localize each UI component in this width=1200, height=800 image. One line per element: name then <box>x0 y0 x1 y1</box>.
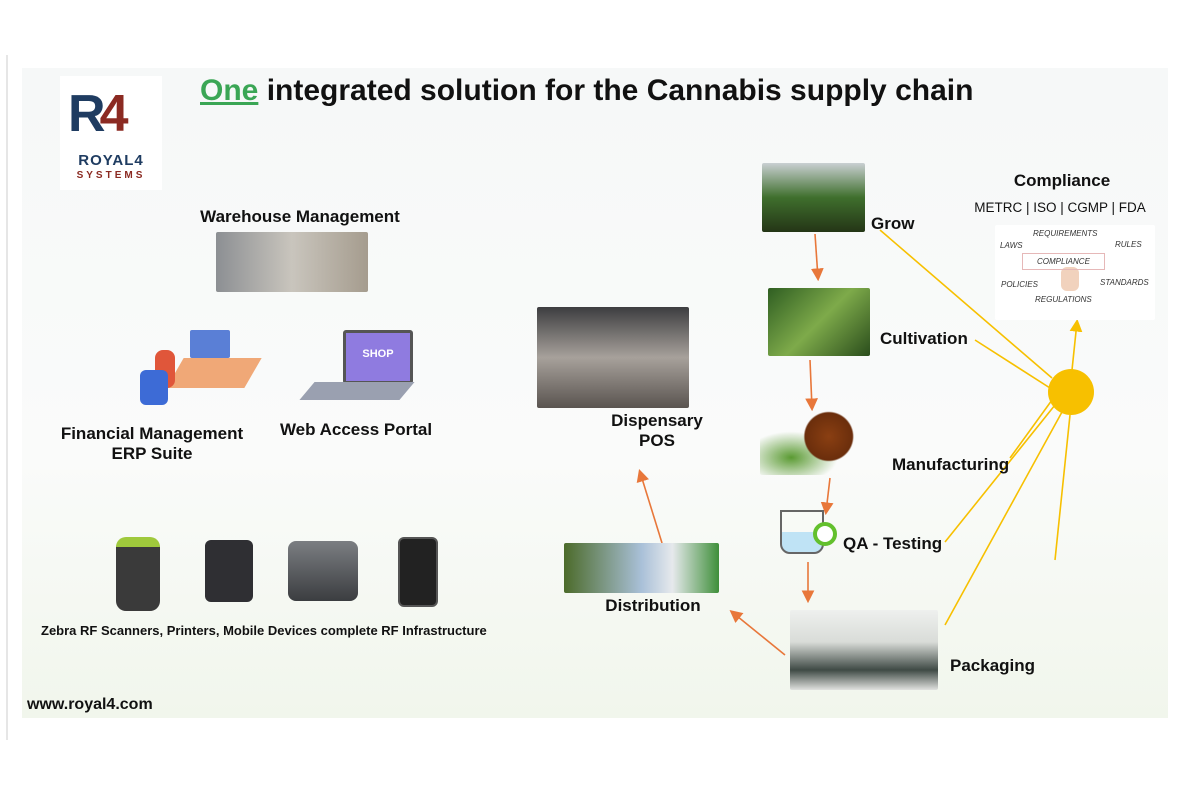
hand-graphic <box>1061 267 1079 291</box>
distribution-image <box>564 543 719 593</box>
web-portal-label: Web Access Portal <box>279 420 433 439</box>
dispensary-label-1: Dispensary <box>611 411 703 430</box>
compliance-word: REGULATIONS <box>1035 295 1092 304</box>
page-title: One integrated solution for the Cannabis… <box>200 74 973 108</box>
compliance-word: REQUIREMENTS <box>1033 229 1098 238</box>
hub-line-packaging <box>944 411 1063 626</box>
hub-line-packaging-2 <box>1054 414 1071 561</box>
arrow-packaging-distribution <box>729 609 786 656</box>
logo-name: ROYAL4 <box>78 152 144 169</box>
packaging-label: Packaging <box>950 656 1036 675</box>
arrow-distribution-dispensary <box>636 468 663 544</box>
hub-line-qa <box>944 404 1056 543</box>
dispensary-label-2: POS <box>639 431 675 450</box>
hub-line-manufacturing <box>1009 399 1053 459</box>
manufacturing-label: Manufacturing <box>892 455 1010 474</box>
compliance-word: POLICIES <box>1001 280 1038 289</box>
compliance-word: COMPLIANCE <box>1022 253 1105 270</box>
qa-testing-image <box>775 500 840 556</box>
title-highlight: One <box>200 74 259 107</box>
logo-mark: R4 <box>68 85 128 143</box>
compliance-hub <box>1048 369 1094 415</box>
rf-scanner-image <box>116 537 160 611</box>
shop-text: SHOP <box>362 348 394 360</box>
compliance-image: REQUIREMENTS LAWS RULES COMPLIANCE POLIC… <box>995 225 1155 320</box>
devices-label: Zebra RF Scanners, Printers, Mobile Devi… <box>41 623 487 638</box>
logo-sub: SYSTEMS <box>76 170 146 181</box>
title-text: integrated solution for the Cannabis sup… <box>258 74 974 107</box>
compliance-word: STANDARDS <box>1100 278 1149 287</box>
cultivation-image <box>768 288 870 356</box>
grow-label: Grow <box>871 214 915 233</box>
financial-label-2: ERP Suite <box>111 444 193 463</box>
warehouse-image <box>216 232 368 292</box>
hub-line-compliance <box>1069 318 1083 371</box>
distribution-label: Distribution <box>605 596 701 615</box>
hub-line-grow <box>879 229 1053 379</box>
website-link[interactable]: www.royal4.com <box>27 696 153 713</box>
mobile-device-image <box>398 537 438 607</box>
qa-testing-label: QA - Testing <box>843 534 943 553</box>
financial-label-1: Financial Management <box>60 424 244 443</box>
compliance-title: Compliance <box>1013 171 1111 190</box>
printer-image <box>288 541 358 601</box>
royal4-logo: R4 ROYAL4 SYSTEMS <box>60 76 162 190</box>
web-portal-illustration: SHOP <box>299 330 417 410</box>
page-edge <box>6 55 8 740</box>
compliance-standards: METRC | ISO | CGMP | FDA <box>974 200 1146 215</box>
grow-image <box>762 163 865 232</box>
mobile-computer-image <box>205 540 253 602</box>
arrow-cultivation-manufacturing <box>805 359 818 412</box>
cultivation-label: Cultivation <box>880 329 968 348</box>
arrow-manufacturing-qa <box>820 477 834 516</box>
compliance-word: LAWS <box>1000 241 1023 250</box>
manufacturing-image <box>760 405 885 475</box>
dispensary-image <box>537 307 689 408</box>
financial-illustration <box>135 330 262 415</box>
arrow-grow-cultivation <box>810 233 824 282</box>
warehouse-label: Warehouse Management <box>200 207 400 226</box>
hub-line-cultivation <box>974 339 1051 389</box>
packaging-image <box>790 610 938 690</box>
compliance-word: RULES <box>1115 240 1142 249</box>
